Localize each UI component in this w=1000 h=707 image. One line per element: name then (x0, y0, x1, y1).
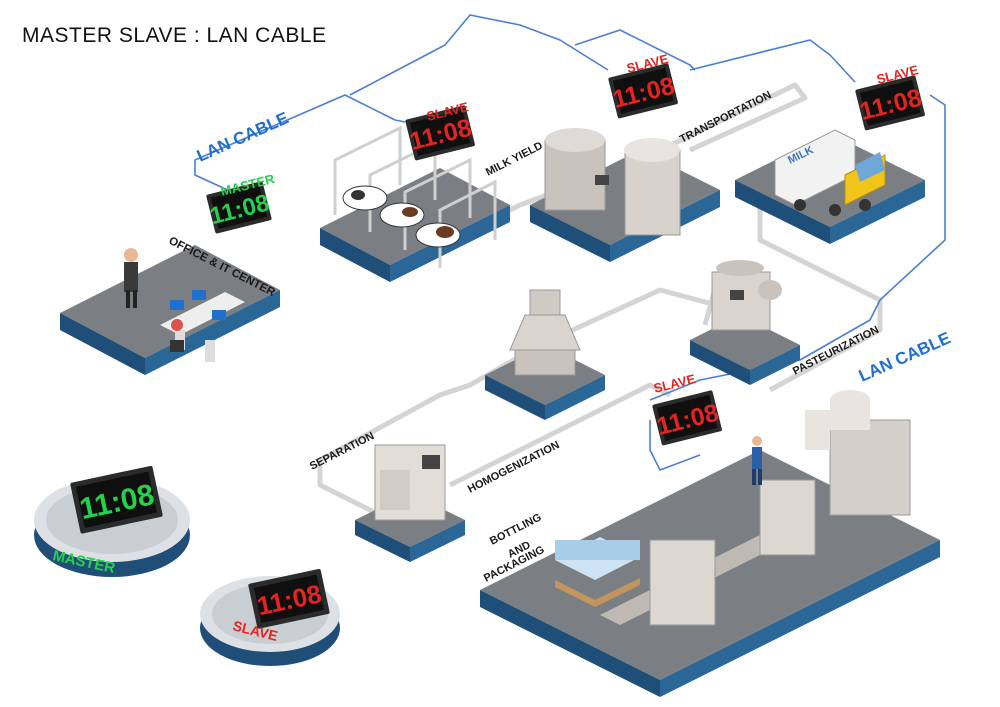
bottling-label-line-1: BOTTLING (488, 511, 544, 547)
office-platform (60, 245, 280, 375)
transport-platform: MILK (735, 129, 925, 244)
separation-platform (485, 289, 605, 420)
lan-cable-label: LAN CABLE (194, 108, 291, 165)
legend-master-display: 11:08 (70, 465, 163, 534)
slave-display-transport: 11:08 (855, 75, 925, 131)
manager-figure (124, 248, 138, 308)
slave-display-label: SLAVE (652, 371, 697, 396)
milk-yield-label: MILK YIELD (484, 140, 545, 179)
bottling-platform (480, 390, 940, 697)
bottle-pallet (555, 537, 640, 607)
homogenizer-machine (374, 444, 446, 521)
slave-display-processing: 11:08 (608, 63, 678, 119)
office-desks (160, 290, 245, 362)
bottling-line (600, 390, 911, 626)
separation-label: SEPARATION (308, 430, 376, 473)
processing-platform (530, 128, 720, 262)
separator-machine (509, 289, 581, 376)
homogenization-platform (355, 444, 465, 562)
pasteurizer-machine (711, 260, 782, 331)
milk-yield-platform (320, 125, 510, 282)
slave-display-bottling: 11:08 (652, 390, 722, 446)
cows (342, 185, 461, 248)
milk-truck: MILK (774, 129, 886, 216)
master-display: 11:08 (206, 181, 272, 234)
legend-slave-display: 11:08 (248, 568, 330, 629)
pasteurization-platform (690, 260, 800, 385)
worker-figure (752, 436, 762, 485)
diagram-title: MASTER SLAVE : LAN CABLE (22, 24, 327, 47)
milk-tanks (544, 128, 681, 236)
